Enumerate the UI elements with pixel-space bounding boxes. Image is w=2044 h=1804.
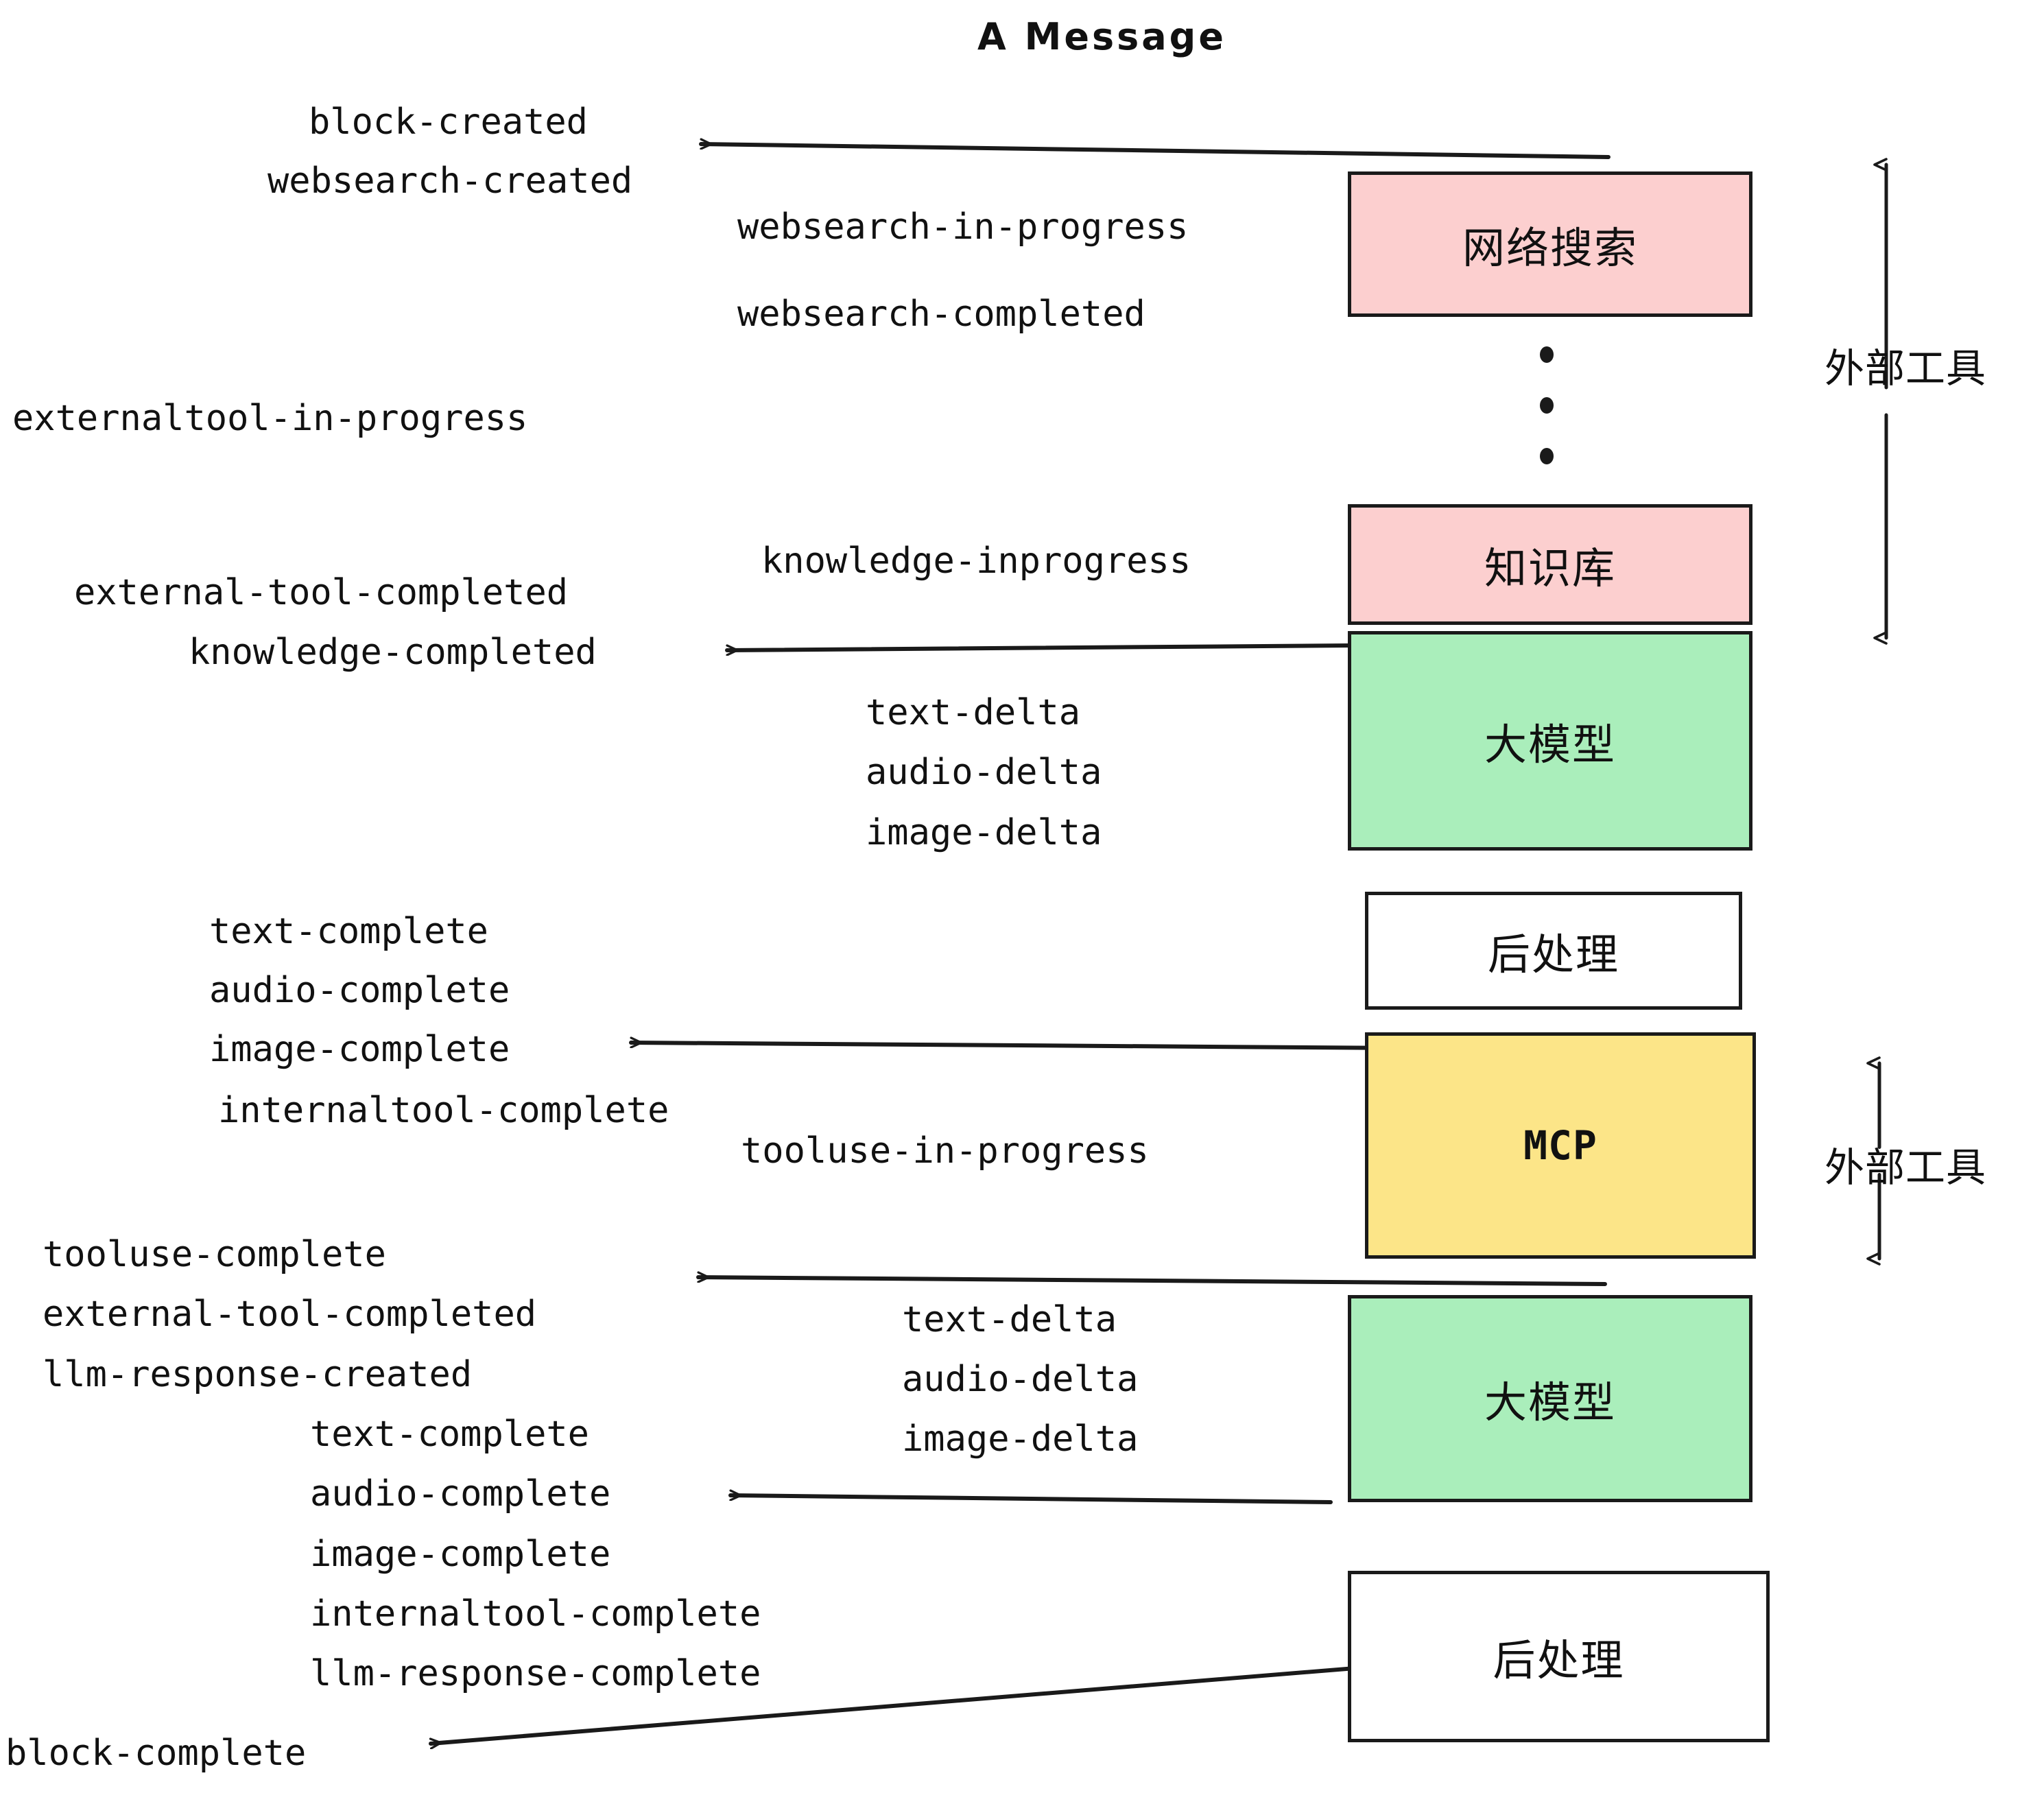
node-label: 知识库: [1484, 543, 1616, 593]
event-label: text-complete: [310, 1414, 589, 1455]
event-label: externaltool-in-progress: [12, 398, 528, 439]
node-label: 大模型: [1484, 720, 1616, 770]
ellipsis-dot: [1540, 346, 1554, 363]
event-label: image-delta: [902, 1419, 1139, 1460]
event-label: knowledge-completed: [189, 632, 597, 673]
event-label: block-complete: [5, 1733, 307, 1774]
event-label: audio-delta: [902, 1359, 1139, 1400]
event-label: image-complete: [310, 1534, 611, 1575]
event-label: websearch-created: [268, 161, 633, 202]
node-label: 后处理: [1487, 929, 1619, 980]
ellipsis-dot: [1540, 448, 1554, 464]
node-postproc-1[interactable]: 后处理: [1365, 892, 1742, 1010]
node-mcp[interactable]: MCP: [1365, 1032, 1756, 1259]
arrow-block-created: [699, 144, 1611, 159]
event-label: external-tool-completed: [74, 572, 569, 613]
event-label: internaltool-complete: [310, 1593, 761, 1635]
node-websearch[interactable]: 网络搜索: [1348, 171, 1752, 317]
event-label: block-created: [309, 102, 588, 143]
node-llm-1[interactable]: 大模型: [1348, 631, 1752, 851]
ellipsis-dot: [1540, 397, 1554, 414]
event-label: external-tool-completed: [43, 1294, 537, 1335]
event-label: tooluse-in-progress: [741, 1130, 1149, 1172]
event-label: websearch-completed: [737, 294, 1145, 335]
page-title: A Message: [977, 15, 1226, 58]
event-label: text-complete: [209, 911, 488, 952]
event-label: audio-complete: [209, 970, 510, 1011]
node-knowledge[interactable]: 知识库: [1348, 504, 1752, 625]
arrow-audio-complete: [728, 1495, 1333, 1504]
node-postproc-2[interactable]: 后处理: [1348, 1571, 1770, 1742]
event-label: text-delta: [866, 692, 1081, 733]
event-label: audio-delta: [866, 752, 1102, 793]
vertical-ellipsis-icon: [1540, 346, 1554, 499]
arrow-tooluse-complete: [696, 1277, 1607, 1286]
event-label: image-complete: [209, 1029, 510, 1070]
event-label: internaltool-complete: [218, 1090, 669, 1131]
event-label: websearch-in-progress: [737, 206, 1189, 248]
event-label: llm-response-created: [43, 1354, 473, 1395]
event-label: image-delta: [866, 812, 1102, 853]
node-label: 大模型: [1484, 1377, 1616, 1427]
bracket-bottom-label: 外部工具: [1825, 1144, 1987, 1191]
node-label: MCP: [1523, 1122, 1597, 1169]
event-label: llm-response-complete: [310, 1653, 761, 1694]
bracket-top-label: 外部工具: [1825, 345, 1987, 392]
event-label: text-delta: [902, 1299, 1117, 1340]
event-label: audio-complete: [310, 1473, 611, 1515]
event-label: knowledge-inprogress: [761, 541, 1191, 582]
node-label: 网络搜索: [1462, 223, 1638, 273]
node-label: 后处理: [1493, 1635, 1625, 1685]
event-label: tooluse-complete: [43, 1234, 386, 1275]
node-llm-2[interactable]: 大模型: [1348, 1295, 1752, 1502]
